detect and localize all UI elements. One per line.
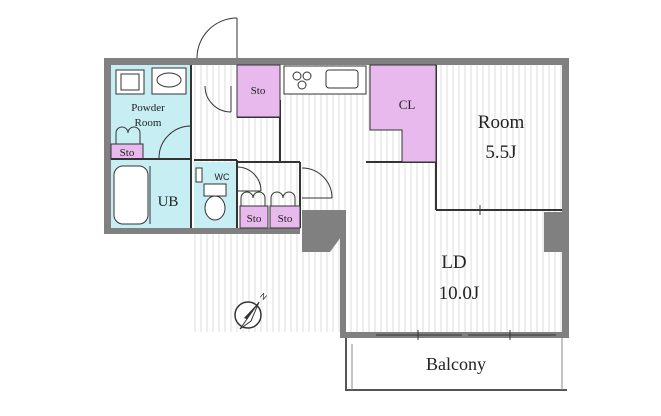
room-size: 5.5J xyxy=(485,142,516,163)
balcony-label: Balcony xyxy=(426,354,486,374)
sto-corridor: Sto Sto xyxy=(239,191,301,229)
kitchen-counter xyxy=(283,65,367,95)
balcony: Balcony xyxy=(345,338,567,391)
powder-fixtures xyxy=(115,67,187,95)
wc-door xyxy=(236,166,262,192)
ld-name: LD xyxy=(441,252,466,273)
ld-size: 10.0J xyxy=(439,283,480,304)
wc-label: WC xyxy=(215,172,230,182)
outer-walls xyxy=(104,58,569,338)
sto-powder: Sto xyxy=(110,126,144,160)
compass-icon: N xyxy=(234,291,269,330)
wc-fixtures xyxy=(195,167,227,221)
entrance-door xyxy=(196,17,238,113)
sto-entrance-label: Sto xyxy=(251,85,266,97)
sto-corridor-right-label: Sto xyxy=(278,213,293,225)
compass-north-label: N xyxy=(258,291,268,302)
hall-door xyxy=(301,167,333,199)
powder-room-label: Powder xyxy=(131,102,165,114)
cl-label: CL xyxy=(399,97,416,112)
balcony-windows xyxy=(376,330,556,340)
room-name: Room xyxy=(478,112,525,133)
ub-label: UB xyxy=(158,194,179,210)
closet: CL xyxy=(369,64,437,163)
powder-room-label-2: Room xyxy=(135,117,162,129)
svg-text:Sto: Sto xyxy=(120,147,135,159)
sto-entrance: Sto xyxy=(236,64,281,118)
sto-corridor-left-label: Sto xyxy=(247,213,262,225)
unit-bath xyxy=(113,165,151,225)
